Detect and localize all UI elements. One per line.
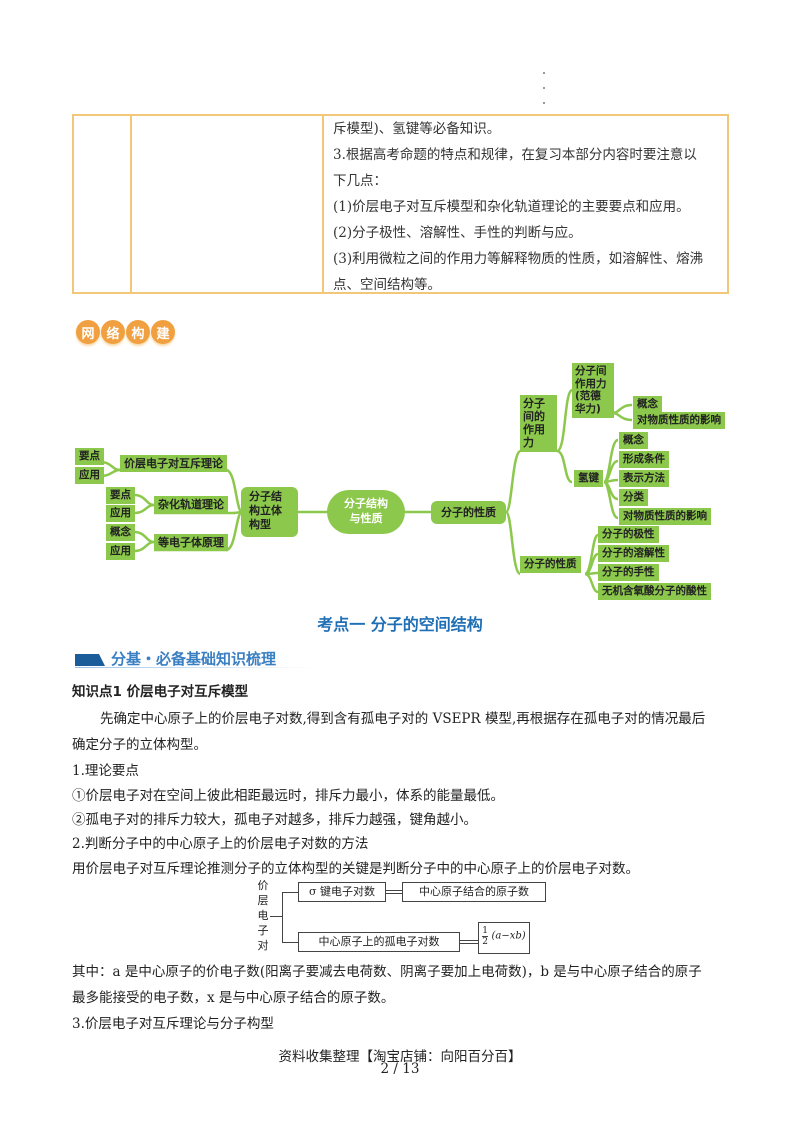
paragraph: 其中：a 是中心原子的价电子数(阳离子要减去电荷数、阴离子要加上电荷数)，b 是… — [72, 964, 702, 980]
mindmap-leaf: 应用 — [106, 505, 135, 522]
subheading: 3.价层电子对互斥理论与分子构型 — [72, 1016, 274, 1032]
mindmap-center: 分子结构与性质 — [327, 490, 405, 534]
mindmap-leaf: 对物质性质的影响 — [633, 412, 725, 429]
mindmap-leaf: 无机含氧酸分子的酸性 — [598, 583, 711, 600]
mindmap-branch-vsepr: 价层电子对互斥理论 — [120, 455, 227, 472]
mindmap-branch-intermolecular: 分子间的作用力 — [520, 395, 557, 452]
paragraph: ②孤电子对的排斥力较大，孤电子对越多，排斥力越强，键角越小。 — [72, 812, 477, 828]
lone-pair-box: 中心原子上的孤电子对数 — [298, 932, 460, 952]
mindmap-leaf: 概念 — [633, 396, 662, 413]
requirement-line: (3)利用微粒之间的作用力等解释物质的性质，如溶解性、熔沸 — [333, 251, 704, 267]
mindmap-leaf: 应用 — [106, 543, 135, 560]
vertical-label: 价 层 电 子 对 — [257, 879, 269, 952]
mindmap-leaf: 要点 — [106, 487, 135, 504]
badge-char: 网 — [76, 320, 100, 344]
paragraph: 确定分子的立体构型。 — [72, 737, 207, 753]
paragraph: ①价层电子对在空间上彼此相距最远时，排斥力最小，体系的能量最低。 — [72, 788, 504, 804]
mindmap-leaf: 要点 — [75, 448, 104, 465]
mindmap-leaf: 分子的溶解性 — [598, 545, 669, 562]
mindmap-node-hbond: 氢键 — [574, 470, 603, 487]
badge-char: 构 — [126, 320, 150, 344]
mindmap-node-vdw: 分子间作用力(范德华力) — [572, 363, 614, 418]
paragraph: 先确定中心原子上的价层电子对数,得到含有孤电子对的 VSEPR 模型,再根据存在… — [100, 711, 706, 727]
requirement-line: 下几点： — [333, 173, 387, 189]
section-title: 考点一 分子的空间结构 — [317, 615, 483, 634]
sub-banner: 分基・必备基础知识梳理 — [75, 648, 315, 670]
table-cell-requirements: 斥模型)、氢键等必备知识。 3.根据高考命题的特点和规律，在复习本部分内容时要注… — [329, 116, 727, 293]
sigma-bond-box: σ 键电子对数 — [298, 882, 386, 902]
mindmap-branch-isoelectronic: 等电子体原理 — [154, 534, 228, 551]
mindmap-leaf: 分子的极性 — [598, 526, 659, 543]
requirement-line: (2)分子极性、溶解性、手性的判断与应。 — [333, 225, 582, 241]
mindmap-branch-properties: 分子的性质 — [520, 556, 581, 573]
mindmap-leaf: 对物质性质的影响 — [619, 508, 711, 525]
mindmap-leaf: 概念 — [106, 524, 135, 541]
subheading: 1.理论要点 — [72, 763, 139, 779]
table-cell-topic — [132, 116, 324, 292]
page-number: 2 / 13 — [380, 1061, 420, 1077]
objectives-table: 斥模型)、氢键等必备知识。 3.根据高考命题的特点和规律，在复习本部分内容时要注… — [72, 114, 729, 294]
mindmap-leaf: 分子的手性 — [598, 564, 659, 581]
margin-marks — [543, 72, 545, 117]
mindmap-leaf: 形成条件 — [619, 451, 669, 468]
mindmap-right-root: 分子的性质 — [431, 501, 506, 524]
requirement-line: 斥模型)、氢键等必备知识。 — [333, 121, 501, 137]
mindmap-branch-hybrid: 杂化轨道理论 — [154, 496, 228, 513]
bonded-atoms-box: 中心原子结合的原子数 — [402, 882, 546, 902]
paragraph: 最多能接受的电子数，x 是与中心原子结合的原子数。 — [72, 990, 395, 1006]
banner-bar — [75, 654, 105, 666]
footer-source: 资料收集整理【淘宝店铺：向阳百分百】 — [278, 1049, 522, 1065]
requirement-line: 点、空间结构等。 — [333, 277, 441, 293]
network-construction-badge: 网 络 构 建 — [76, 320, 175, 344]
mindmap-leaf: 表示方法 — [619, 470, 669, 487]
lone-pair-formula-box: 1 2 (a−xb) — [478, 922, 530, 954]
mindmap-leaf: 应用 — [75, 467, 104, 484]
mindmap-left-root: 分子结构立体构型 — [241, 487, 298, 537]
banner-underline — [75, 667, 315, 668]
mindmap-leaf: 分类 — [619, 489, 648, 506]
requirement-line: 3.根据高考命题的特点和规律，在复习本部分内容时要注意以 — [333, 147, 697, 163]
subheading: 2.判断分子中的中心原子上的价层电子对数的方法 — [72, 836, 369, 852]
badge-char: 建 — [151, 320, 175, 344]
requirement-line: (1)价层电子对互斥模型和杂化轨道理论的主要要点和应用。 — [333, 199, 690, 215]
mindmap-leaf: 概念 — [619, 432, 648, 449]
valence-pair-formula-diagram: 价 层 电 子 对 σ 键电子对数 中心原子结合的原子数 中心原子上的孤电子对数… — [240, 878, 560, 954]
knowledge-point-heading: 知识点1 价层电子对互斥模型 — [72, 684, 249, 700]
banner-text: 分基・必备基础知识梳理 — [111, 650, 277, 668]
badge-char: 络 — [101, 320, 125, 344]
table-cell-category — [74, 116, 132, 292]
paragraph: 用价层电子对互斥理论推测分子的立体构型的关键是判断分子中的中心原子上的价层电子对… — [72, 861, 639, 877]
